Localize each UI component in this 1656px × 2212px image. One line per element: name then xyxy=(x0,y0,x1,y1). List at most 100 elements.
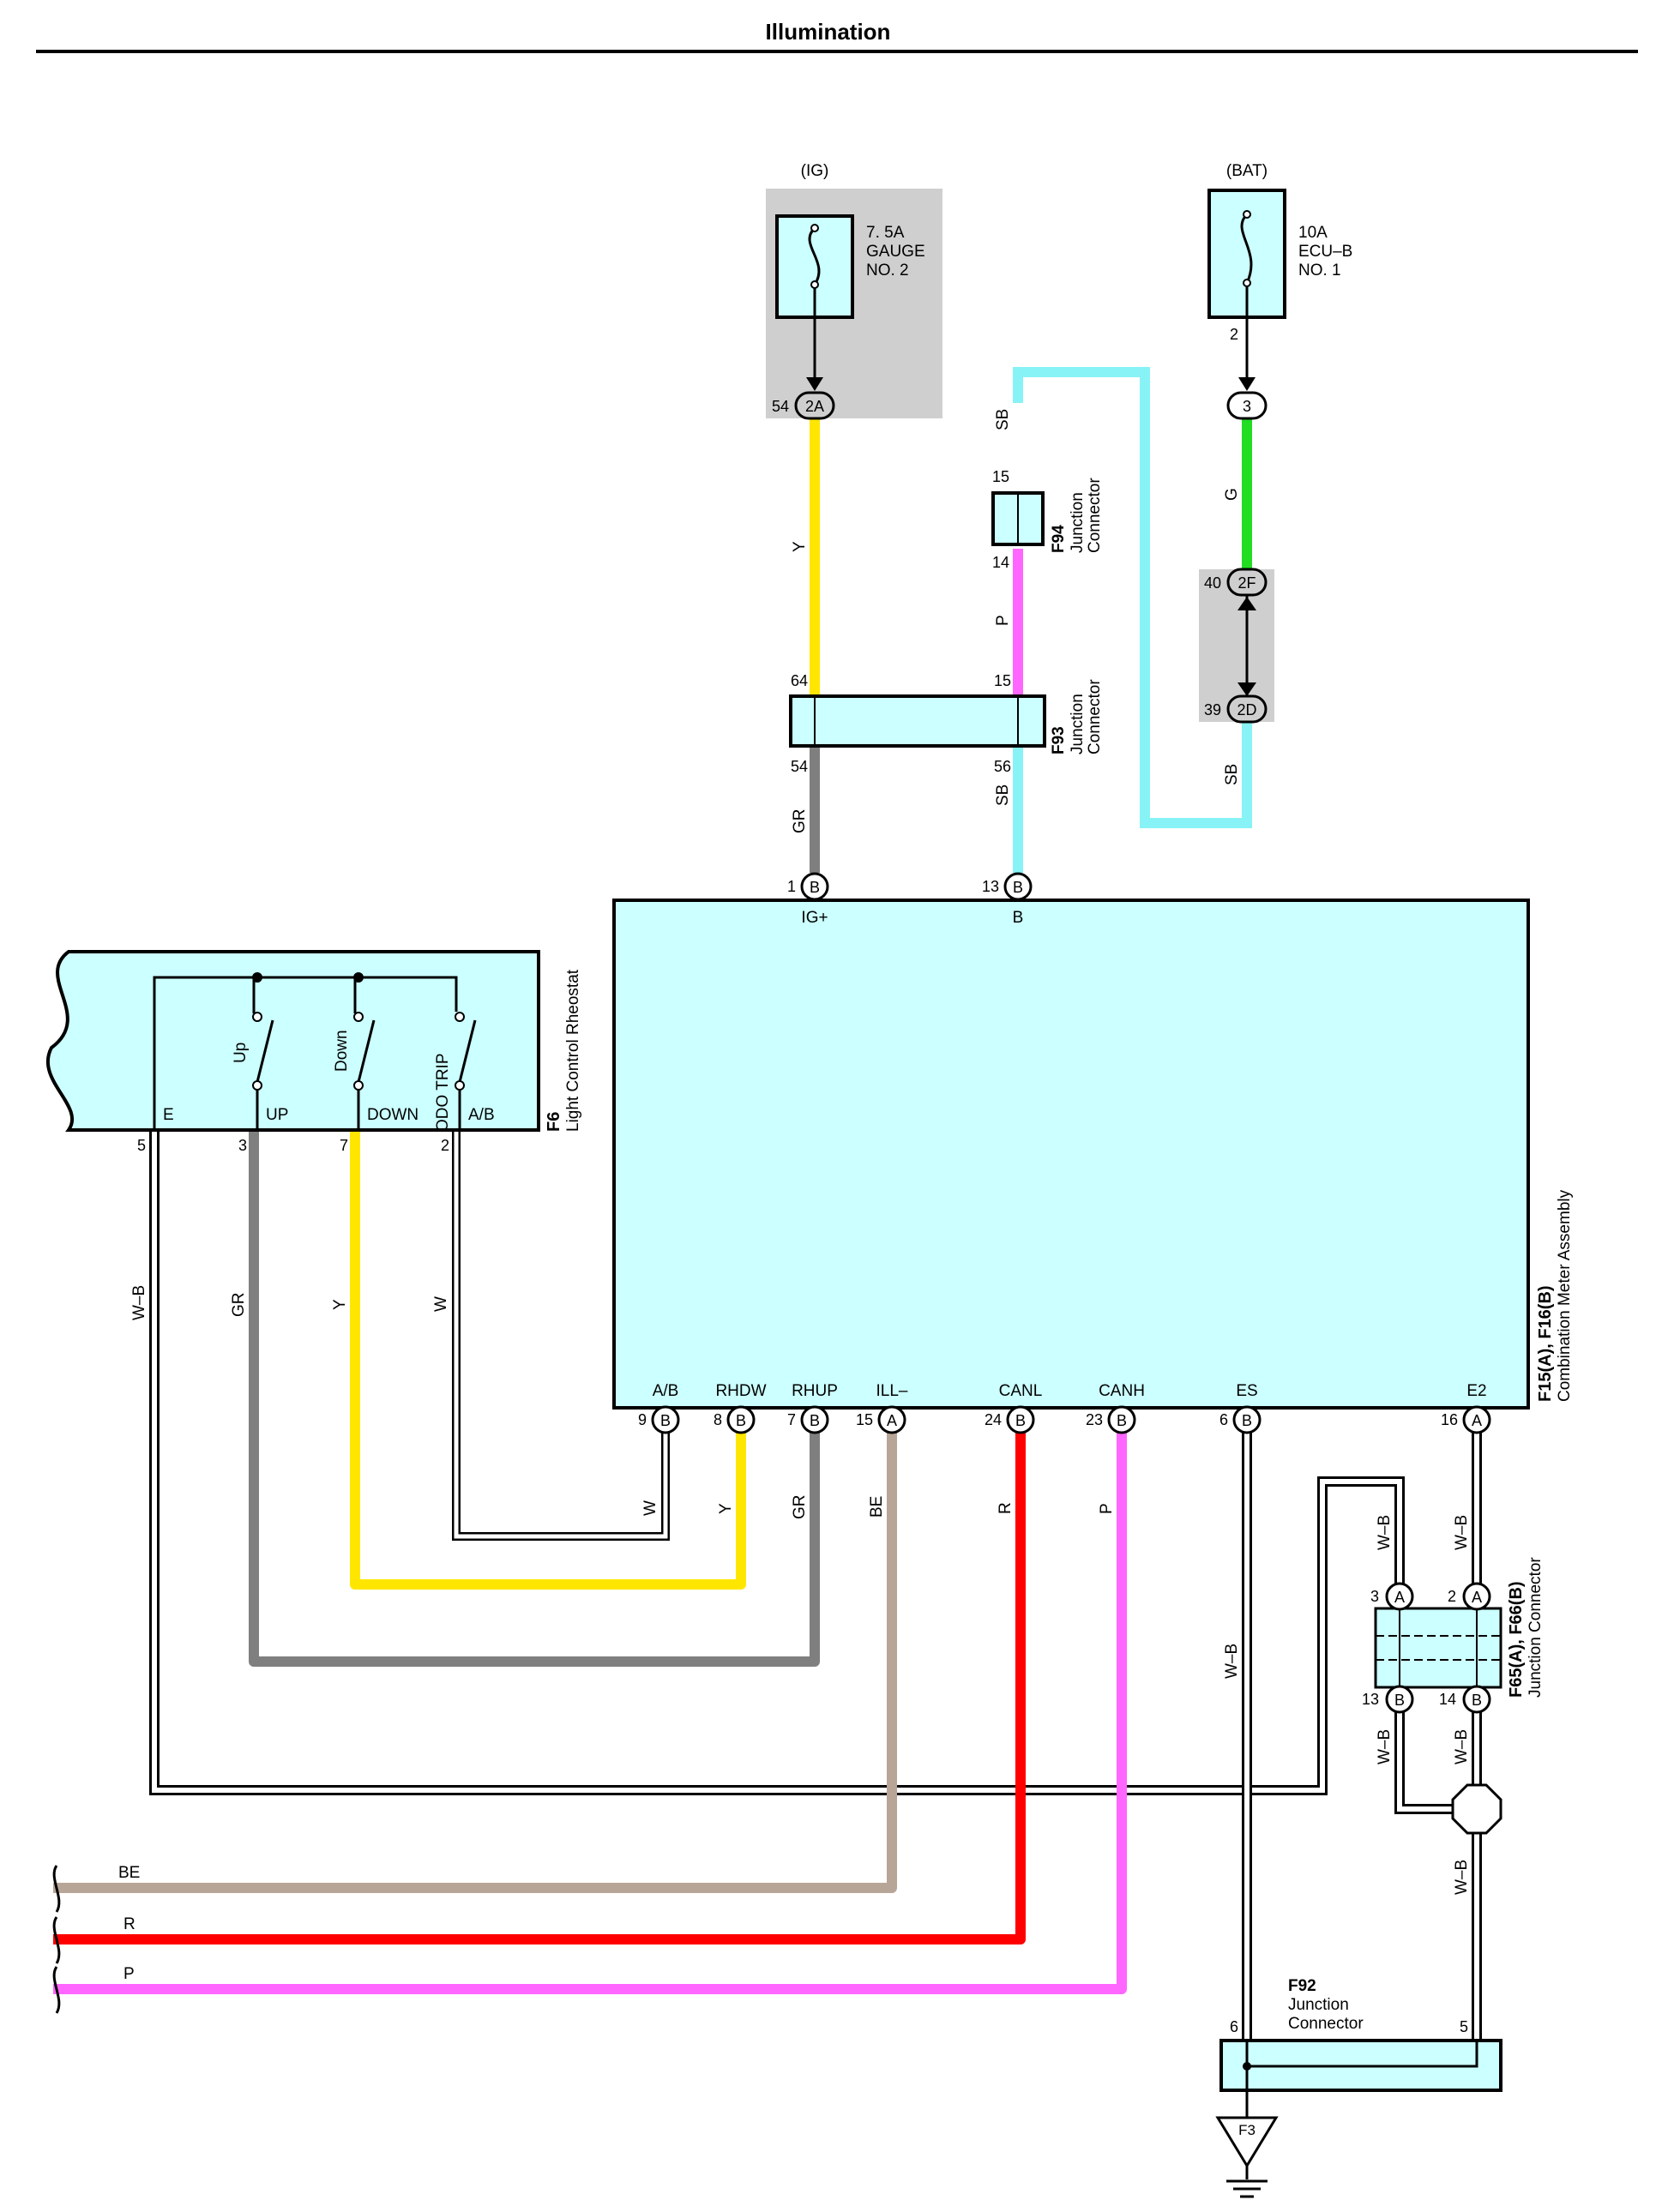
label-wb-e: W–B xyxy=(130,1285,148,1320)
fuse-ig-number: NO. 2 xyxy=(866,261,909,280)
rheostat-code: F6 xyxy=(545,1112,563,1132)
terminal-e: E xyxy=(163,1106,174,1124)
label-y8: Y xyxy=(717,1503,735,1514)
svg-text:B: B xyxy=(1015,1412,1026,1429)
rheostat-pin-2: 2 xyxy=(441,1137,449,1154)
f93-pin-15: 15 xyxy=(994,672,1011,689)
svg-text:RHDW: RHDW xyxy=(715,1382,766,1400)
switch-up-icon xyxy=(252,1012,274,1130)
svg-text:A: A xyxy=(887,1412,897,1429)
label-be15: BE xyxy=(868,1496,886,1518)
svg-text:B: B xyxy=(1117,1412,1127,1429)
svg-text:B: B xyxy=(1013,909,1024,927)
wire-y-down xyxy=(350,1130,746,1590)
f92-line1: Junction xyxy=(1288,1996,1349,2014)
svg-text:B: B xyxy=(1242,1412,1252,1429)
svg-text:B: B xyxy=(1013,879,1023,896)
rheostat-name: Light Control Rheostat xyxy=(564,969,582,1132)
rheostat-pin-3: 3 xyxy=(238,1137,247,1154)
svg-text:3: 3 xyxy=(1370,1588,1379,1605)
f65-name: Junction Connector xyxy=(1527,1557,1545,1698)
wire-labels: SB SB SB Y P GR G W–B GR Y W W Y GR BE R… xyxy=(118,409,1471,1983)
svg-text:2: 2 xyxy=(1448,1588,1456,1605)
svg-text:B: B xyxy=(810,879,820,896)
f92-pin-6: 6 xyxy=(1230,2018,1238,2035)
label-w-ab: W xyxy=(432,1296,450,1312)
conn-2a-pin: 54 xyxy=(772,398,789,415)
f65-pin-2: A 2 xyxy=(1448,1582,1491,1611)
label-be-left: BE xyxy=(118,1864,140,1882)
svg-text:A: A xyxy=(1394,1589,1405,1606)
svg-text:CANL: CANL xyxy=(999,1382,1043,1400)
ground-code: F3 xyxy=(1238,2122,1256,2138)
label-sb3: SB xyxy=(1223,764,1241,785)
f93-pin-54: 54 xyxy=(791,758,808,775)
f65-code: F65(A), F66(B) xyxy=(1507,1581,1526,1698)
fuse-bat-number: NO. 1 xyxy=(1298,261,1341,280)
ground-icon: F3 xyxy=(1215,2066,1279,2198)
svg-text:6: 6 xyxy=(1219,1411,1228,1428)
splice-icon xyxy=(1451,1783,1502,1835)
junction-f93: 64 15 54 56 F93 Junction Connector xyxy=(789,672,1104,775)
meter-name: Combination Meter Assembly xyxy=(1556,1189,1574,1402)
label-gr1: GR xyxy=(791,809,809,834)
label-r24: R xyxy=(997,1502,1015,1514)
svg-text:E2: E2 xyxy=(1466,1382,1486,1400)
f94-code: F94 xyxy=(1050,525,1068,553)
conn-2a: 2A xyxy=(805,398,824,415)
meter-bottom-pin-16: A 16 E2 xyxy=(1441,1382,1491,1434)
fuse-bat-name: ECU–B xyxy=(1298,243,1352,261)
svg-text:B: B xyxy=(810,1412,820,1429)
fuse-bat-icon xyxy=(1240,213,1253,284)
switch-down-icon xyxy=(353,1012,376,1130)
label-wb-es: W–B xyxy=(1223,1644,1241,1679)
label-wb-jc1: W–B xyxy=(1376,1515,1394,1550)
wire-break-marks xyxy=(52,1865,61,2014)
label-wb-jc4: W–B xyxy=(1453,1860,1471,1895)
conn-2d: 2D xyxy=(1237,701,1256,718)
meter-box xyxy=(612,899,1530,1410)
svg-text:IG+: IG+ xyxy=(801,909,828,927)
svg-text:16: 16 xyxy=(1441,1411,1458,1428)
page-title: Illumination xyxy=(765,19,891,45)
junction-f92: 6 5 F92 Junction Connector xyxy=(1219,1977,1502,2092)
svg-text:1: 1 xyxy=(787,878,796,895)
wire-be xyxy=(53,1430,897,1893)
svg-text:RHUP: RHUP xyxy=(792,1382,838,1400)
wires xyxy=(53,367,1482,2066)
wire-p xyxy=(53,1430,1127,1994)
svg-text:14: 14 xyxy=(1439,1691,1456,1708)
label-p1: P xyxy=(994,615,1012,626)
f94-line2: Connector xyxy=(1086,478,1104,553)
wire-r xyxy=(53,1430,1026,1945)
fuse-ig-supply: (IG) xyxy=(801,162,829,180)
label-g1: G xyxy=(1223,488,1241,501)
label-y-down: Y xyxy=(331,1299,349,1310)
meter-code: F15(A), F16(B) xyxy=(1536,1285,1555,1402)
conn-3: 3 xyxy=(1243,398,1251,415)
label-p23: P xyxy=(1098,1503,1116,1514)
svg-text:B: B xyxy=(660,1412,671,1429)
fuse-bat: (BAT) 10A ECU–B NO. 1 2 xyxy=(1207,162,1352,391)
meter-bottom-pin-9: B9A/B xyxy=(638,1382,680,1434)
label-wb-jc2: W–B xyxy=(1376,1729,1394,1764)
f93-line2: Connector xyxy=(1086,679,1104,754)
svg-text:A: A xyxy=(1472,1412,1482,1429)
conn-2f-pin: 40 xyxy=(1204,574,1221,592)
svg-text:8: 8 xyxy=(714,1411,722,1428)
f94-line1: Junction xyxy=(1069,492,1087,553)
svg-text:15: 15 xyxy=(856,1411,873,1428)
svg-text:CANH: CANH xyxy=(1099,1382,1145,1400)
svg-text:ILL–: ILL– xyxy=(876,1382,908,1400)
terminal-ab: A/B xyxy=(468,1106,495,1124)
conn-2f: 2F xyxy=(1237,574,1256,592)
fuse-bat-pin: 2 xyxy=(1230,326,1238,343)
fuse-bat-supply: (BAT) xyxy=(1226,162,1268,180)
